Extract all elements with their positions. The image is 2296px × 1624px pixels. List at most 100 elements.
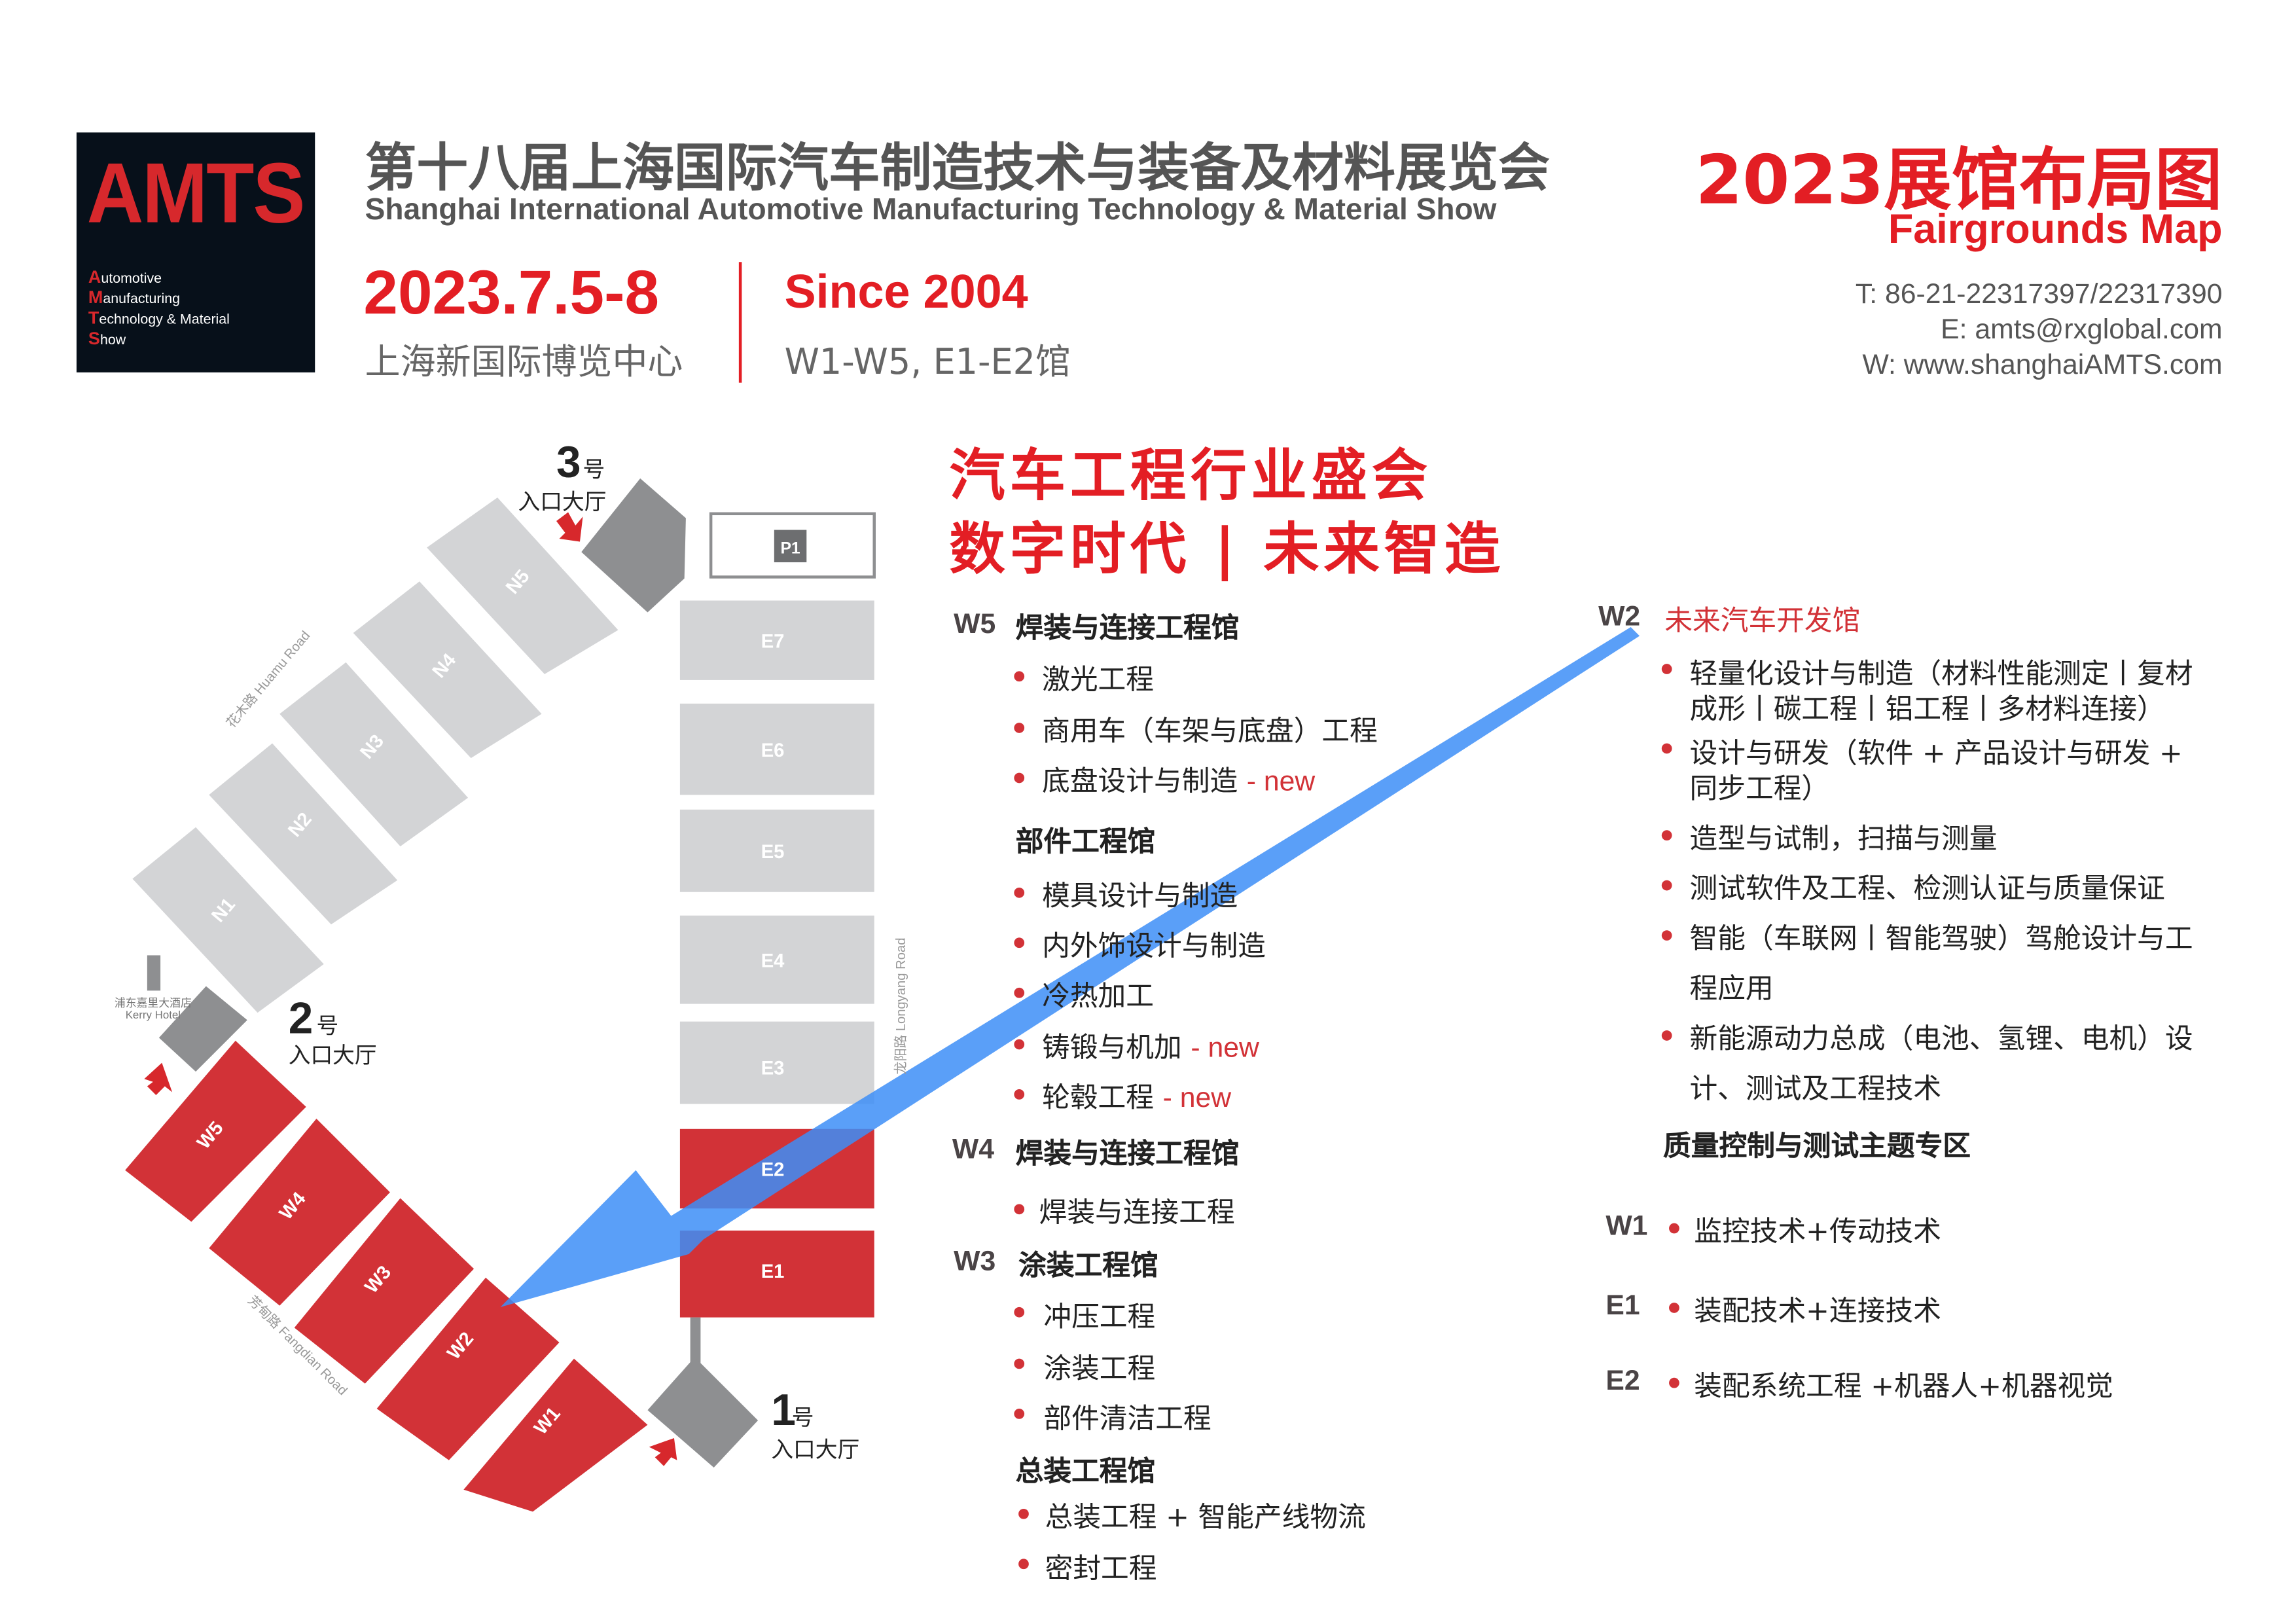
quality-code: W1 <box>1605 1211 1648 1242</box>
hotel-tower-icon <box>147 955 161 991</box>
title-cn: 第十八届上海国际汽车制造技术与装备及材料展览会 <box>365 139 1550 199</box>
new-tag: - new <box>1246 767 1316 798</box>
hall-e1[interactable] <box>679 1230 874 1318</box>
list-item-cont: 计、测试及工程技术 <box>1689 1073 1942 1106</box>
bullet-icon <box>1661 664 1672 674</box>
bullet-icon <box>1661 930 1672 941</box>
list-item: 新能源动力总成（电池、氢锂、电机）设 <box>1689 1022 2193 1056</box>
list-item: 铸锻与机加 - new <box>1042 1032 1259 1064</box>
list-item: 冷热加工 <box>1042 980 1155 1013</box>
entrance-arrow-2 <box>144 1062 173 1096</box>
bullet-icon <box>1014 1409 1025 1419</box>
venue: 上海新国际博览中心 <box>365 341 683 383</box>
since-label: Since 2004 <box>784 264 1028 318</box>
w2-title: 未来汽车开发馆 <box>1664 605 1861 638</box>
bullet-icon <box>1014 1358 1025 1369</box>
bullet-icon <box>1669 1377 1679 1388</box>
quality-item: 装配系统工程 +机器人+机器视觉 <box>1694 1370 2113 1403</box>
list-item: 焊装与连接工程 <box>1039 1197 1235 1229</box>
list-item: 部件清洁工程 <box>1043 1403 1211 1435</box>
hall-e6[interactable] <box>679 703 874 795</box>
hall-n5[interactable] <box>427 497 619 674</box>
list-item: 商用车（车架与底盘）工程 <box>1042 715 1378 748</box>
entrance-3-suffix: 号 <box>583 458 605 482</box>
bullet-icon <box>1014 1307 1025 1318</box>
list-item: 内外饰设计与制造 <box>1042 930 1266 963</box>
logo-line: Automotive <box>88 266 162 287</box>
entrance-1-suffix: 号 <box>792 1405 814 1430</box>
slogan-line-2: 数字时代 | 未来智造 <box>949 516 1505 582</box>
quality-item: 装配技术+连接技术 <box>1694 1295 1941 1328</box>
hall-label-e1: E1 <box>761 1261 785 1282</box>
hall-w4[interactable] <box>209 1119 390 1306</box>
bullet-icon <box>1018 1559 1029 1570</box>
hall-n3[interactable] <box>279 662 469 847</box>
bullet-icon <box>1014 987 1025 998</box>
hall-label-e3: E3 <box>761 1058 785 1079</box>
quality-title: 质量控制与测试主题专区 <box>1663 1130 1971 1163</box>
list-item: 轻量化设计与制造（材料性能测定丨复材 <box>1689 658 2193 691</box>
contact-email[interactable]: E: amts@rxglobal.com <box>1941 315 2223 346</box>
entrance-3-number: 3 <box>556 438 581 487</box>
hall-label-e7: E7 <box>761 631 785 652</box>
bullet-icon <box>1014 937 1025 948</box>
parts-title: 部件工程馆 <box>1015 825 1156 859</box>
bullet-icon <box>1014 1039 1025 1050</box>
entrance-arrow-3 <box>556 512 583 542</box>
w3-title: 涂装工程馆 <box>1018 1250 1158 1282</box>
hall-e3[interactable] <box>679 1021 874 1104</box>
entrance-arrow-1 <box>649 1437 677 1466</box>
hall-n2[interactable] <box>209 743 398 925</box>
bullet-icon <box>1669 1223 1679 1234</box>
bullet-icon <box>1014 887 1025 898</box>
bullet-icon <box>1669 1303 1679 1313</box>
entrance-hall-1[interactable] <box>647 1357 759 1468</box>
p1-label: P1 <box>780 540 800 558</box>
hall-w3[interactable] <box>294 1198 475 1384</box>
map-title-cn: 2023展馆布局图 <box>1695 139 2223 220</box>
map-title-en: Fairgrounds Map <box>1888 206 2223 252</box>
hall-n1[interactable] <box>132 827 324 1013</box>
bullet-icon <box>1018 1508 1029 1519</box>
hall-label-e4: E4 <box>761 950 785 971</box>
entrance-1-number: 1 <box>771 1386 796 1435</box>
bullet-icon <box>1661 743 1672 754</box>
assembly-title: 总装工程馆 <box>1015 1455 1156 1489</box>
hall-e7[interactable] <box>679 600 874 680</box>
hall-e4[interactable] <box>679 915 874 1004</box>
list-item: 涂装工程 <box>1043 1352 1156 1386</box>
list-item: 模具设计与制造 <box>1042 880 1238 913</box>
bullet-icon <box>1014 1089 1025 1100</box>
hall-n4[interactable] <box>353 581 542 759</box>
contact-web[interactable]: W: www.shanghaiAMTS.com <box>1862 350 2223 382</box>
bullet-icon <box>1661 830 1672 841</box>
quality-code: E2 <box>1605 1365 1640 1398</box>
hall-e5[interactable] <box>679 809 874 892</box>
slogan-line-1: 汽车工程行业盛会 <box>949 442 1433 508</box>
logo-line: Manufacturing <box>88 287 181 308</box>
list-item: 总装工程 + 智能产线物流 <box>1045 1501 1366 1534</box>
contact-tel: T: 86-21-22317397/22317390 <box>1855 280 2223 311</box>
new-tag: - new <box>1191 1033 1259 1064</box>
list-item: 底盘设计与制造 - new <box>1042 765 1316 798</box>
entrance-3-label: 入口大厅 <box>518 490 607 514</box>
road-longyang: 龙阳路 Longyang Road <box>893 938 908 1075</box>
list-item: 密封工程 <box>1045 1553 1157 1585</box>
p1-badge <box>774 530 807 563</box>
logo-line: Technology & Material <box>88 307 230 329</box>
w5-code: W5 <box>954 609 996 641</box>
w4-title: 焊装与连接工程馆 <box>1015 1138 1240 1170</box>
list-item-cont: 成形丨碳工程丨铝工程丨多材料连接） <box>1689 693 2165 726</box>
hall-w1[interactable] <box>463 1358 648 1512</box>
hall-label-e2: E2 <box>761 1160 785 1181</box>
hall-w2[interactable] <box>376 1277 560 1460</box>
divider <box>738 262 742 383</box>
entrance-hall-3[interactable] <box>581 478 686 613</box>
hall-w5[interactable] <box>125 1040 306 1222</box>
list-item: 激光工程 <box>1042 664 1155 696</box>
w3-code: W3 <box>954 1246 996 1278</box>
bullet-icon <box>1014 671 1025 682</box>
entrance-2-label: 入口大厅 <box>289 1043 377 1068</box>
hotel-name-cn: 浦东嘉里大酒店 <box>115 997 192 1009</box>
